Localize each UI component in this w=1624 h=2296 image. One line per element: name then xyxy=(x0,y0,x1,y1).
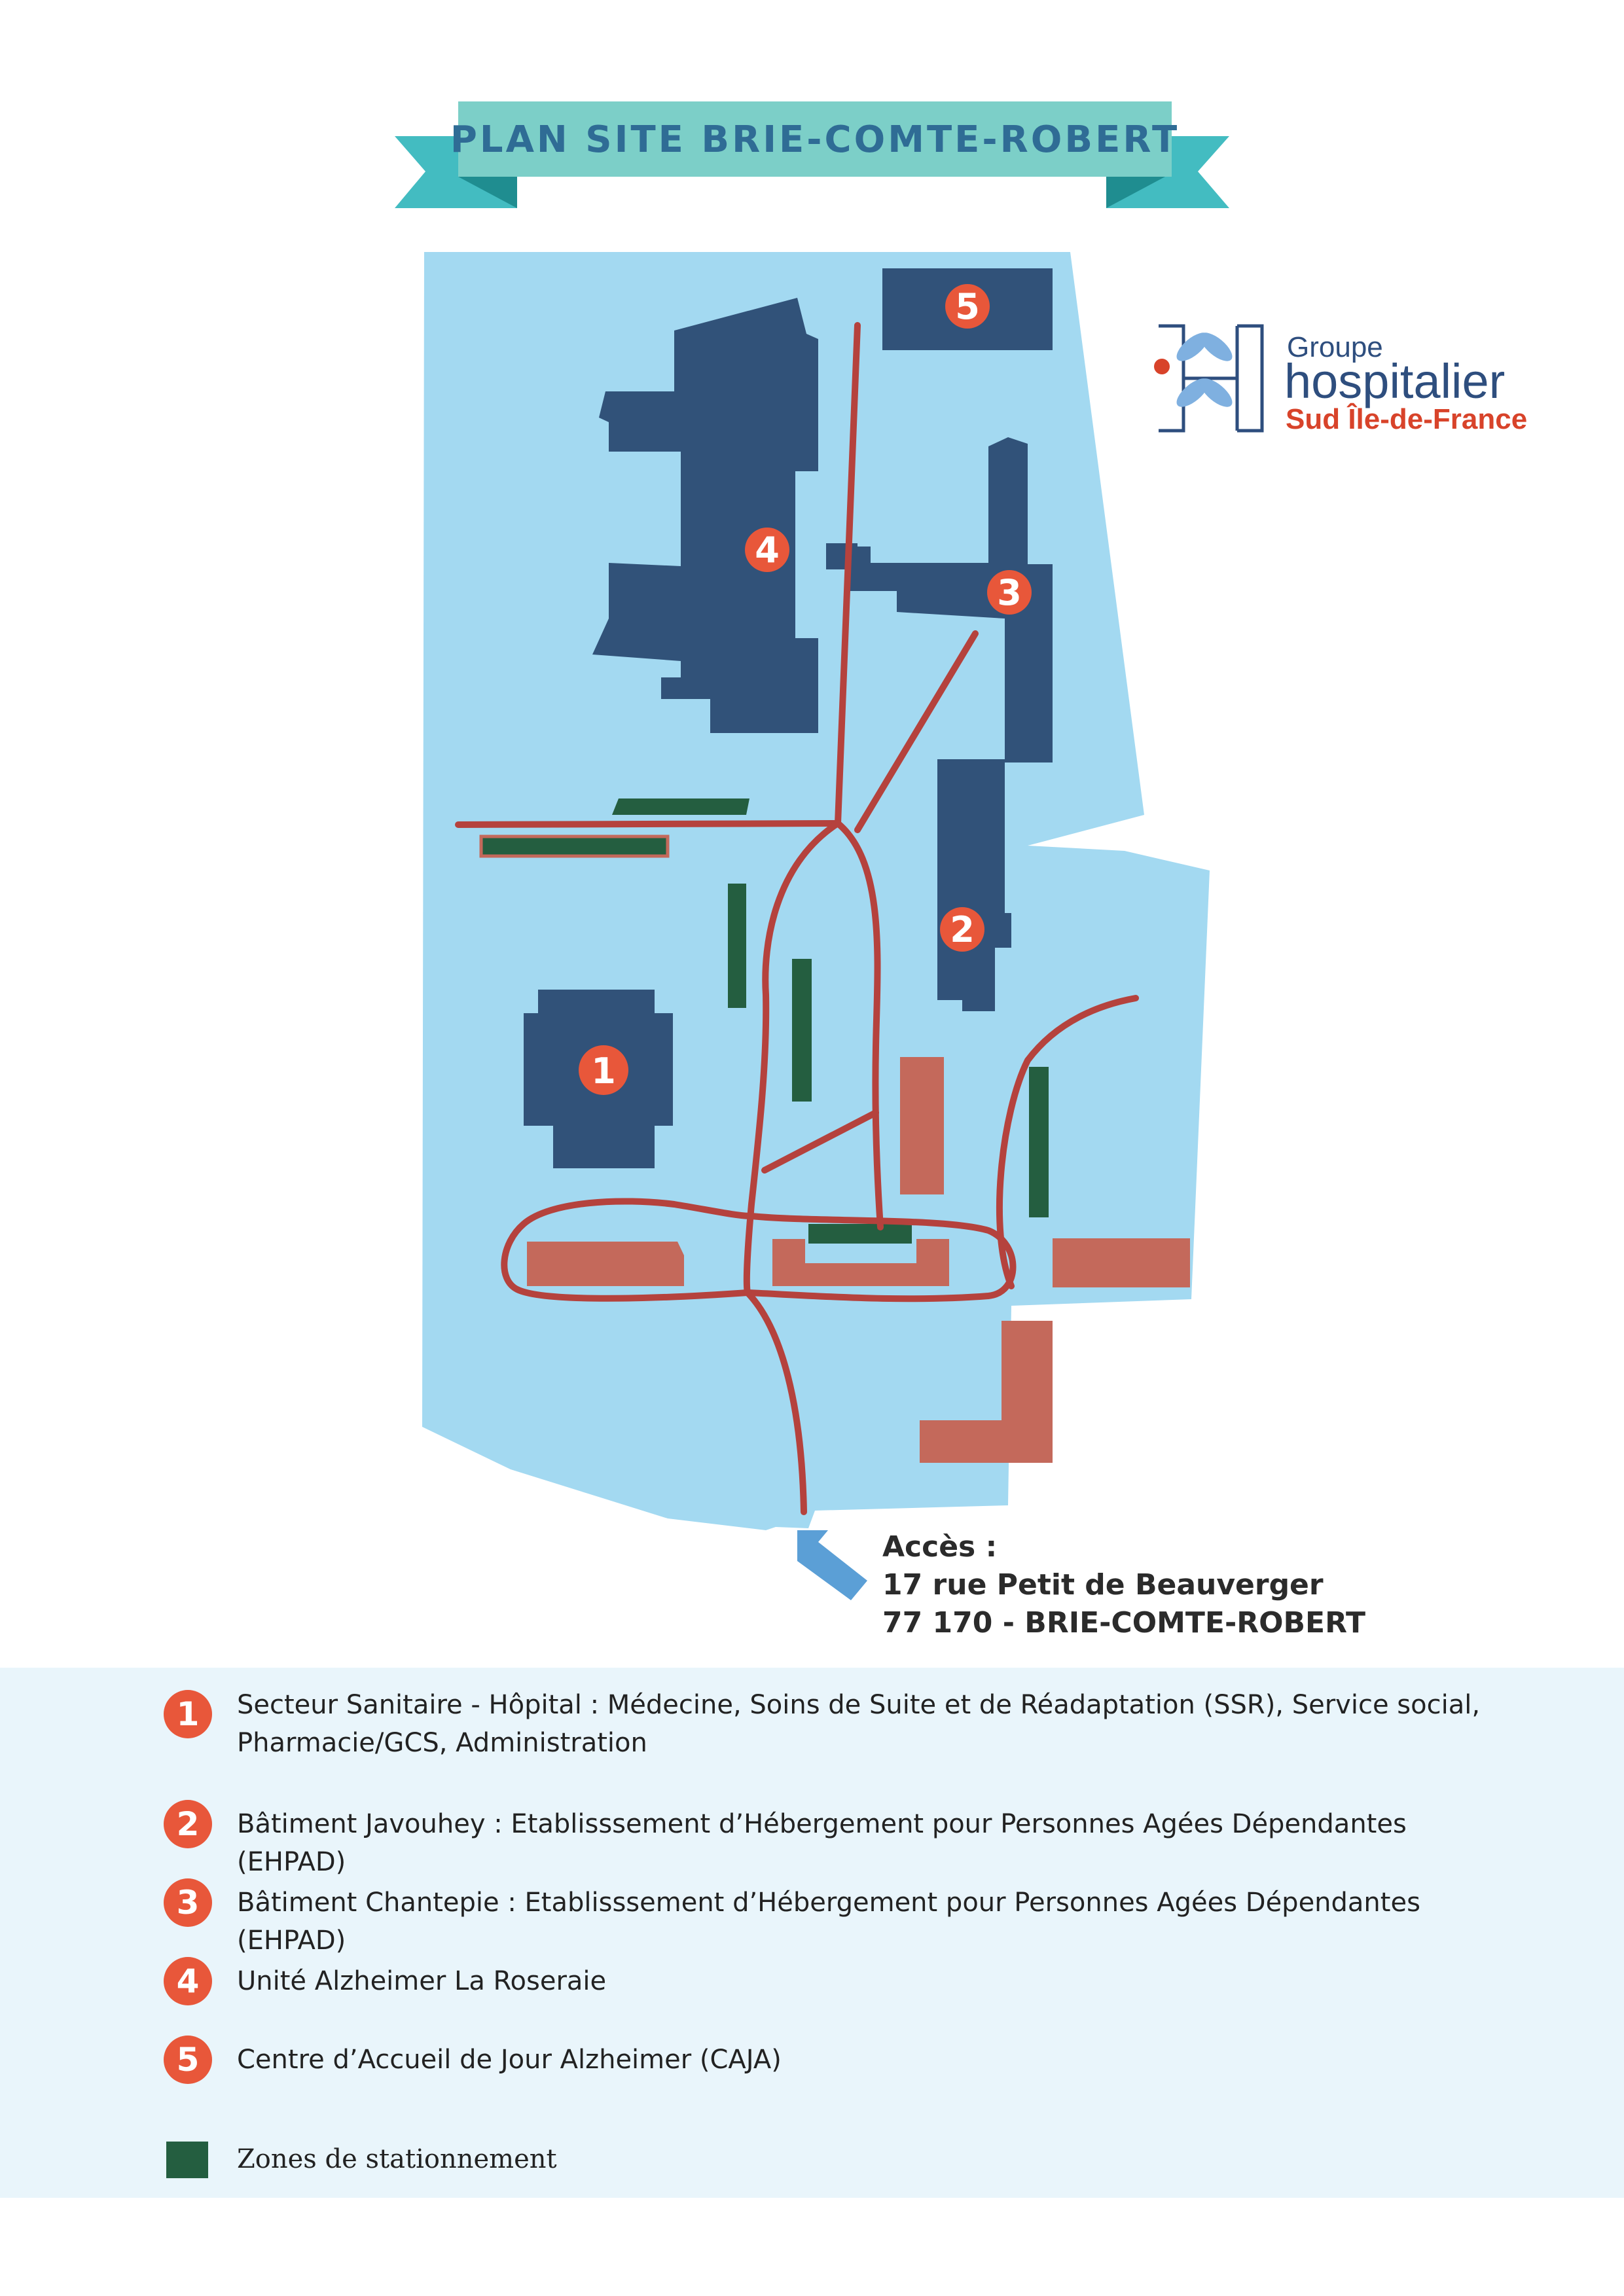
parking-zones xyxy=(479,798,1049,1244)
logo-line-3: Sud Île-de-France xyxy=(1286,403,1527,435)
legend-text-1: Secteur Sanitaire - Hôpital : Médecine, … xyxy=(237,1690,1481,1758)
map-marker-5: 5 xyxy=(945,284,990,329)
legend-badge-4: 4 xyxy=(164,1957,212,2005)
map-marker-2: 2 xyxy=(940,907,984,952)
site-map: PLAN SITE BRIE-COMTE-ROBERT xyxy=(395,101,1527,1600)
map-marker-1: 1 xyxy=(579,1045,628,1095)
map-markers: 5 4 3 2 1 xyxy=(579,284,1032,1095)
building-4 xyxy=(592,298,857,733)
marker-label-4: 4 xyxy=(755,529,780,571)
marker-label-1: 1 xyxy=(591,1050,616,1092)
marker-label-5: 5 xyxy=(955,286,980,327)
banner-body xyxy=(458,101,1172,177)
legend-badge-3: 3 xyxy=(164,1878,212,1927)
map-marker-4: 4 xyxy=(745,528,789,572)
banner-fold-left xyxy=(458,177,517,208)
legend-text-5: Centre d’Accueil de Jour Alzheimer (CAJA… xyxy=(237,2045,782,2075)
other-buildings xyxy=(527,1057,1190,1463)
access-address: Accès : 17 rue Petit de Beauverger 77 17… xyxy=(882,1528,1365,1642)
access-arrow-icon xyxy=(797,1530,867,1600)
legend-text-3: Bâtiment Chantepie : Etablisssement d’Hé… xyxy=(237,1888,1420,1956)
marker-label-2: 2 xyxy=(950,909,975,950)
legend-badge-2: 2 xyxy=(164,1800,212,1848)
legend-text-4: Unité Alzheimer La Roseraie xyxy=(237,1966,607,1996)
parking-label: Zones de stationnement xyxy=(237,2144,557,2174)
roads xyxy=(455,322,1139,1515)
banner-fold-right xyxy=(1106,177,1165,208)
legend: 1 Secteur Sanitaire - Hôpital : Médecine… xyxy=(0,1668,1624,2198)
building-3 xyxy=(848,437,1053,762)
leaf-logo-icon xyxy=(1154,324,1264,433)
marker-label-3: 3 xyxy=(997,572,1022,613)
hospital-logo: Groupe hospitalier Sud Île-de-France xyxy=(1154,324,1527,435)
title-banner: PLAN SITE BRIE-COMTE-ROBERT xyxy=(395,101,1229,208)
logo-line-2: hospitalier xyxy=(1284,354,1505,408)
legend-badge-1: 1 xyxy=(164,1690,212,1738)
access-street: 17 rue Petit de Beauverger xyxy=(882,1568,1324,1602)
page-title: PLAN SITE BRIE-COMTE-ROBERT xyxy=(450,118,1180,161)
parking-swatch xyxy=(166,2142,208,2178)
access-city: 77 170 - BRIE-COMTE-ROBERT xyxy=(882,1606,1366,1640)
map-marker-3: 3 xyxy=(987,570,1032,615)
legend-text-2: Bâtiment Javouhey : Etablisssement d’Héb… xyxy=(237,1809,1407,1877)
legend-badge-5: 5 xyxy=(164,2036,212,2084)
logo-line-1: Groupe xyxy=(1287,331,1383,363)
access-label: Accès : xyxy=(882,1530,998,1564)
